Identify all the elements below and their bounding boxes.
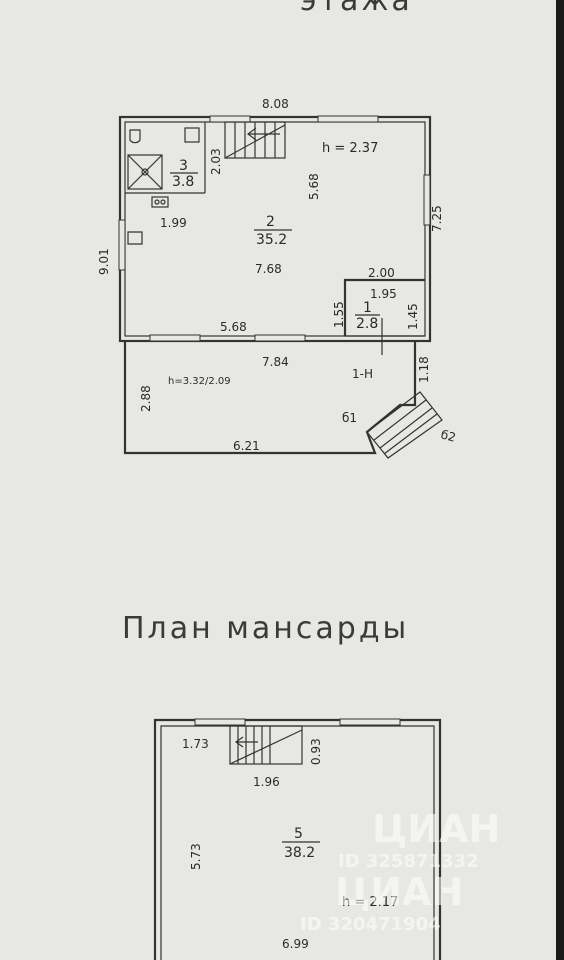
dim-closet-left: 1.55: [332, 301, 346, 328]
attic-dim-bottom-width: 6.99: [282, 937, 309, 951]
watermark-brand-2: ЦИАН: [335, 870, 463, 914]
dim-inner-height: 5.68: [307, 173, 321, 200]
room-1-area: 2.8: [356, 316, 378, 332]
room-5-number: 5: [294, 826, 303, 842]
window-left: [118, 219, 126, 271]
dim-bottom-wall: 5.68: [220, 320, 247, 334]
room-5-area: 38.2: [284, 845, 315, 861]
section-label: 1-H: [352, 367, 373, 381]
dim-terrace-side: 2.88: [139, 385, 153, 412]
watermark-id-2: ID 320471904: [300, 914, 441, 935]
dim-closet-right: 1.45: [406, 303, 420, 330]
attic-dim-height-note: h = 2.17: [342, 895, 398, 910]
attic-dim-stair-width: 1.96: [253, 775, 280, 789]
attic-window-top-right: [339, 718, 401, 726]
watermark-brand-1: ЦИАН: [372, 807, 500, 851]
window-top-left: [209, 115, 251, 123]
dim-terrace-top: 7.84: [262, 355, 289, 369]
dim-terrace-height-note: h=3.32/2.09: [168, 376, 231, 387]
attic-dim-left-height: 5.73: [189, 843, 203, 870]
attic-plan: 1.73 0.93 1.96 5.73 h = 2.17 6.99 5 38.2: [153, 718, 442, 960]
porch-stairs: [366, 391, 443, 459]
dim-entry-height: 1.18: [417, 356, 431, 383]
header-fragment: этажа: [300, 0, 413, 18]
watermark-id-1: ID 325871332: [338, 851, 479, 872]
room-1-number: 1: [363, 300, 372, 316]
attic-dim-stair-height: 0.93: [309, 738, 323, 765]
dim-terrace-bottom: 6.21: [233, 439, 260, 453]
dim-left-total: 9.01: [97, 248, 111, 275]
closet-walls: [343, 278, 425, 336]
dim-kitchen-width: 1.99: [160, 216, 187, 230]
dim-closet-inner: 1.95: [370, 287, 397, 301]
dim-bath-height: 2.03: [209, 148, 223, 175]
dim-closet-outer: 2.00: [368, 266, 395, 280]
dim-height-note: h = 2.37: [322, 141, 378, 156]
sink-icon: [184, 127, 200, 143]
kitchen-sink-icon: [127, 231, 143, 245]
stove-icon: [151, 196, 169, 208]
room-2-number: 2: [266, 214, 275, 230]
window-top-right: [317, 115, 379, 123]
ground-floor-plan: 8.08 9.01 2.03 h = 2.37 5.68 7.25 1.99 7…: [97, 97, 457, 459]
dim-top-total: 8.08: [262, 97, 289, 111]
ground-staircase: [224, 121, 286, 159]
shower-tray: [127, 154, 163, 190]
toilet-icon: [129, 129, 141, 144]
attic-outer-wall: [153, 718, 442, 960]
window-right: [423, 174, 431, 226]
bathroom-partition: [125, 122, 206, 194]
room-3-number: 3: [179, 158, 188, 174]
attic-staircase: [229, 725, 303, 765]
window-bottom-mid: [254, 334, 306, 342]
terrace-label: б1: [342, 411, 357, 425]
window-bottom-left: [149, 334, 201, 342]
watermark: ЦИАН ID 325871332 ЦИАН ID 320471904: [300, 807, 500, 935]
right-edge-border: [556, 0, 564, 960]
attic-title: План мансарды: [122, 611, 409, 646]
porch-label: б2: [439, 427, 457, 444]
room-3-area: 3.8: [172, 174, 194, 190]
dim-right-height: 7.25: [430, 205, 444, 232]
dim-hall-width: 7.68: [255, 262, 282, 276]
room-2-area: 35.2: [256, 232, 287, 248]
attic-dim-left-top: 1.73: [182, 737, 209, 751]
attic-window-top-left: [194, 718, 246, 726]
